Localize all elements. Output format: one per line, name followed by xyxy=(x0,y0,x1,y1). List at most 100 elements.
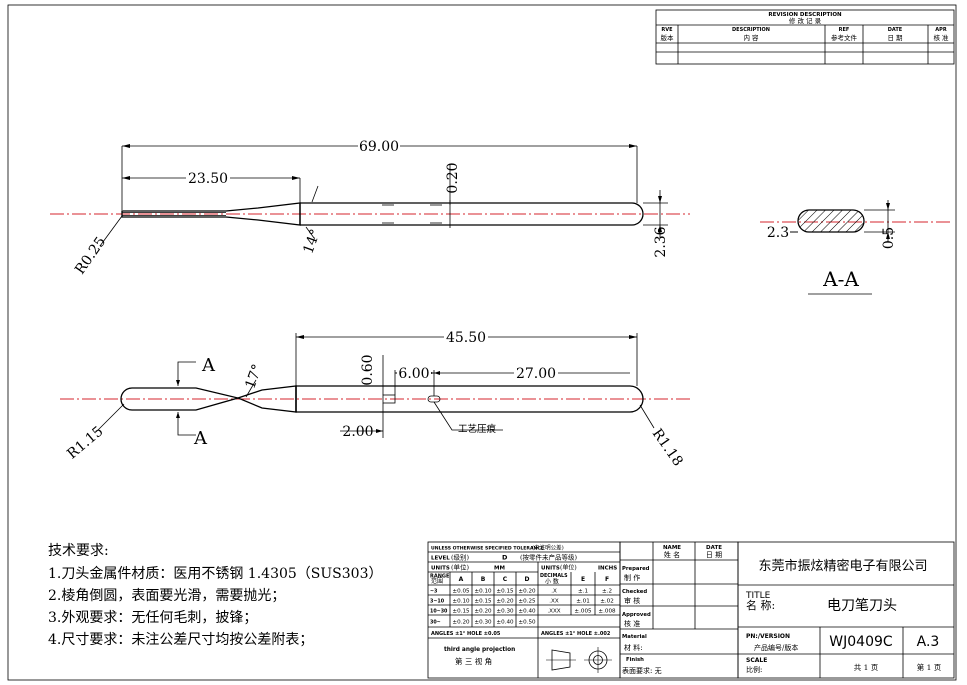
pn-label-cn: 产品编号/版本 xyxy=(754,643,798,652)
side-body-outline xyxy=(295,385,644,413)
tol-units-cn: (单位) xyxy=(451,563,470,572)
side-tail-outline xyxy=(120,387,241,411)
tol-units2-cn: (单位) xyxy=(560,564,577,572)
tol-col: C xyxy=(503,576,508,583)
tol-range: 30~ xyxy=(430,620,441,626)
tol-range-cn: 范围 xyxy=(431,577,443,585)
tol-header-cn: (未注明公差) xyxy=(532,544,564,552)
tol-value: ±0.20 xyxy=(474,609,492,615)
tol-range: 3~10 xyxy=(430,599,445,605)
tol-units2-label: UNITS xyxy=(541,566,560,572)
tol-level-note: (按零件未产品等级) xyxy=(520,553,578,562)
tol-value: ±.005 xyxy=(574,609,592,615)
version: A.3 xyxy=(917,634,940,650)
approved-label-en: Approved xyxy=(622,612,651,618)
dim-tail-radius: R1.15 xyxy=(64,423,106,462)
rev-col-en: RVE xyxy=(661,27,673,33)
name-col-en: NAME xyxy=(663,545,681,551)
tol-decimals-cn: 小 数 xyxy=(545,578,559,586)
requirements-title: 技术要求: xyxy=(48,543,109,559)
revision-title-en: REVISION DESCRIPTION xyxy=(768,12,842,18)
tol-value: ±.02 xyxy=(600,599,614,605)
tol-decimal: .X xyxy=(551,589,557,595)
projection-symbol xyxy=(546,647,612,673)
tol-units-label: UNITS xyxy=(431,566,450,572)
date-col-en: DATE xyxy=(888,27,903,33)
title-label-cn: 名 称: xyxy=(746,598,775,612)
tolerance-table: UNLESS OTHERWISE SPECIFIED TOLERANCE (未注… xyxy=(427,541,621,679)
requirement-item: 4.尺寸要求：未注公差尺寸均按公差附表； xyxy=(48,632,313,648)
tol-value: ±0.20 xyxy=(518,589,536,595)
sheet-border xyxy=(7,4,957,681)
part-number: WJ0409C xyxy=(829,634,893,650)
tol-col: A xyxy=(459,576,464,583)
tol-range-label: RANGE xyxy=(430,574,450,580)
signoff-table: NAME 姓 名 DATE 日 期 Prepared 制 作 Checked 审… xyxy=(619,541,739,679)
tol-value: ±0.15 xyxy=(474,599,492,605)
tol-angles-mm: ANGLES ±1° HOLE ±0.05 xyxy=(431,631,501,637)
dim-slot-width: 2.00 xyxy=(342,424,373,440)
dim-diameter: 2.36 xyxy=(653,226,669,257)
requirement-item: 2.棱角倒圆，表面要光滑，需要抛光； xyxy=(48,587,285,604)
dim-offset: 6.00 xyxy=(398,366,429,382)
tol-col: B xyxy=(481,576,486,583)
dim-section-thickness: 0.5 xyxy=(881,227,897,249)
section-mark-bottom: A xyxy=(193,428,208,449)
checked-label-cn: 审 核 xyxy=(624,596,640,605)
date-col-cn: 日 期 xyxy=(887,34,903,42)
dim-side-taper-angle: 17° xyxy=(242,362,266,391)
section-mark-top: A xyxy=(201,355,216,376)
tol-value: ±0.30 xyxy=(496,609,514,615)
top-view: 69.00 23.50 0.20 14° R0.25 2.36 xyxy=(50,139,690,277)
tol-value: ±.01 xyxy=(576,599,590,605)
pn-label-en: PN:/VERSION xyxy=(746,633,790,640)
title-label-en: TITLE xyxy=(745,591,771,601)
projection-label-en: third angle projection xyxy=(444,647,515,653)
tol-angles-inch: ANGLES ±1° HOLE ±.002 xyxy=(541,631,611,637)
prepared-label-en: Prepared xyxy=(622,566,650,572)
tol-value: ±0.20 xyxy=(452,620,470,626)
title-block: 东莞市振炫精密电子有限公司 TITLE 名 称: 电刀笔刀头 PN:/VERSI… xyxy=(737,541,955,679)
revision-table: REVISION DESCRIPTION 修 改 记 录 RVE 版本 DESC… xyxy=(655,9,955,65)
part-title: 电刀笔刀头 xyxy=(827,598,897,614)
dim-taper-angle: 14° xyxy=(300,227,324,256)
company-name: 东莞市振炫精密电子有限公司 xyxy=(758,558,927,574)
tol-row: 10~30 ±0.15 ±0.20 ±0.30 ±0.40 .XXX ±.005… xyxy=(430,609,616,615)
side-view: 45.50 0.60 6.00 27.00 2.00 工艺压痕 A A 17° xyxy=(60,330,690,469)
top-body-outline xyxy=(300,202,644,226)
sheets-total: 共 1 页 xyxy=(854,663,879,672)
tol-row: 3~10 ±0.10 ±0.15 ±0.20 ±0.25 .XX ±.01 ±.… xyxy=(430,599,614,605)
technical-requirements: 技术要求: 1.刀头金属件材质：医用不锈钢 1.4305（SUS303） 2.棱… xyxy=(48,543,383,648)
date-col-en: DATE xyxy=(706,545,722,551)
tol-value: ±0.50 xyxy=(518,620,536,626)
tol-row: 30~ ±0.20 ±0.30 ±0.40 ±0.50 xyxy=(430,620,536,626)
dim-slot-depth: 0.60 xyxy=(360,354,376,385)
dim-tip-length: 23.50 xyxy=(188,171,228,187)
tol-value: ±.2 xyxy=(602,589,612,595)
tol-level-value: D xyxy=(502,554,508,562)
tol-col2: E xyxy=(581,576,585,583)
sheet-number: 第 1 页 xyxy=(917,662,942,672)
tol-value: ±0.40 xyxy=(496,620,514,626)
section-label: A-A xyxy=(822,267,859,291)
material-label-en: Material xyxy=(622,634,647,640)
ref-col-cn: 参考文件 xyxy=(831,33,858,42)
tol-range: 10~30 xyxy=(430,609,448,615)
prepared-label-cn: 制 作 xyxy=(624,573,640,582)
material-label-cn: 材 料: xyxy=(624,643,643,652)
tol-col: D xyxy=(525,576,530,583)
date-col-cn: 日 期 xyxy=(706,551,722,559)
name-col-cn: 姓 名 xyxy=(664,550,680,559)
tol-value: ±0.15 xyxy=(452,609,470,615)
tol-value: ±0.25 xyxy=(518,599,536,605)
tol-value: ±0.20 xyxy=(496,599,514,605)
rev-col-cn: 版本 xyxy=(661,33,675,42)
tol-value: ±0.10 xyxy=(452,599,470,605)
tol-decimal: .XXX xyxy=(547,609,560,615)
apr-col-cn: 核 准 xyxy=(933,33,949,42)
apr-col-en: APR xyxy=(935,27,947,33)
dim-slot-length: 27.00 xyxy=(516,366,556,382)
dim-overall-length: 69.00 xyxy=(359,139,399,155)
tol-value: ±.008 xyxy=(598,609,616,615)
dim-tip-radius: R0.25 xyxy=(72,234,109,277)
